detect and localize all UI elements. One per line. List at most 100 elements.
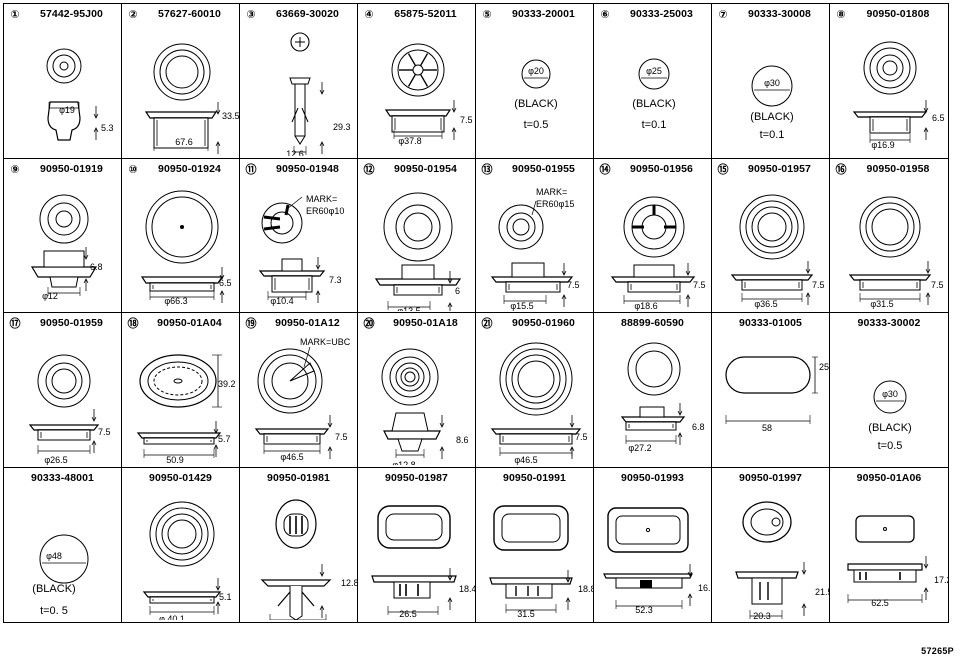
item-number: ④ — [364, 9, 374, 21]
part-header: 90950-01997 — [712, 471, 829, 489]
item-number: ㉑ — [481, 318, 493, 330]
part-figure: 21.520.3 — [735, 500, 830, 620]
note-label: MARK= — [306, 194, 337, 204]
dimension-label: 12.83 — [341, 578, 358, 588]
part-number: 90950-01919 — [40, 162, 103, 175]
part-figure: 17.262.5 — [847, 514, 948, 608]
note-label: (BLACK) — [868, 422, 911, 434]
dimension-label: 29.3 — [333, 122, 351, 132]
dimension-label: φ37.8 — [398, 136, 421, 146]
part-header: 90950-01993 — [594, 471, 711, 489]
item-number: ⑩ — [128, 163, 138, 176]
part-number: 90950-01955 — [512, 162, 575, 175]
part-figure: 7.5 φ26.5 — [28, 354, 111, 465]
part-drawing: 16.552.3 — [594, 488, 711, 620]
dimension-label: φ10.4 — [270, 296, 293, 306]
dimension-label: φ48 — [46, 551, 62, 561]
dimension-label: φ30 — [882, 389, 898, 399]
part-drawing: φ20(BLACK)t=0.5 — [476, 24, 593, 156]
dimension-label: φ25 — [646, 66, 662, 76]
dimension-label: φ18.6 — [634, 301, 657, 311]
dimension-label: 7.5 — [98, 427, 111, 437]
part-drawing: φ48(BLACK)t=0. 5 — [4, 488, 121, 620]
part-number: 90950-01997 — [739, 471, 802, 484]
part-header: ③ 63669-30020 — [240, 7, 357, 25]
part-number: 90950-01991 — [503, 471, 566, 484]
disc-outline — [638, 58, 670, 90]
part-number: 90950-01A06 — [856, 471, 922, 484]
dimension-label: 6.8 — [90, 262, 103, 272]
part-figure: 6.8 φ12 — [30, 194, 103, 301]
part-figure: φ25(BLACK)t=0.1 — [632, 58, 676, 131]
part-drawing: 29.3 12.6 — [240, 24, 357, 156]
dimension-label: φ12 — [42, 291, 58, 301]
note-label: MARK= — [536, 187, 567, 197]
dimension-label: 21.5 — [815, 587, 830, 597]
note-label: t=0.1 — [760, 129, 785, 141]
part-number: 90950-01993 — [621, 471, 684, 484]
part-number: 88899-60590 — [621, 317, 684, 329]
dimension-label: 5.1 — [219, 592, 232, 602]
dimension-label: φ15.5 — [510, 301, 533, 311]
dimension-label: 7.5 — [812, 280, 825, 290]
dimension-label: φ26.5 — [44, 455, 67, 465]
dimension-label: 7.5 — [931, 280, 944, 290]
part-number: 63669-30020 — [276, 8, 339, 20]
part-header: 90950-01987 — [358, 471, 475, 489]
dimension-label: φ20 — [528, 66, 544, 76]
part-drawing: 17.262.5 — [830, 488, 948, 620]
dimension-label: 8.6 — [456, 435, 469, 445]
part-figure: 7.5 φ18.6 — [610, 196, 706, 311]
dimension-label: 5.3 — [101, 123, 114, 133]
item-number: ③ — [246, 9, 256, 21]
dimension-label: 67.6 — [175, 137, 193, 147]
disc-outline — [39, 534, 89, 583]
item-number: ⑲ — [245, 318, 257, 330]
dimension-label: 12.6 — [286, 149, 304, 156]
dimension-label: 6.5 — [932, 113, 945, 123]
dimension-label: 25 — [819, 362, 829, 372]
dimension-label: φ46.5 — [514, 455, 537, 465]
dimension-label: 18.8 — [578, 584, 594, 594]
dimension-label: 52.3 — [635, 605, 653, 615]
dimension-label: φ27.4 — [278, 619, 301, 620]
dimension-label: 6.5 — [219, 278, 232, 288]
dimension-label: 7.5 — [693, 280, 706, 290]
item-number: ⑦ — [718, 9, 728, 21]
part-number: 90333-48001 — [31, 471, 94, 484]
part-figure: φ20(BLACK)t=0.5 — [514, 59, 558, 131]
part-header: 90950-01981 — [240, 471, 357, 489]
dimension-label: 18.4 — [459, 584, 476, 594]
